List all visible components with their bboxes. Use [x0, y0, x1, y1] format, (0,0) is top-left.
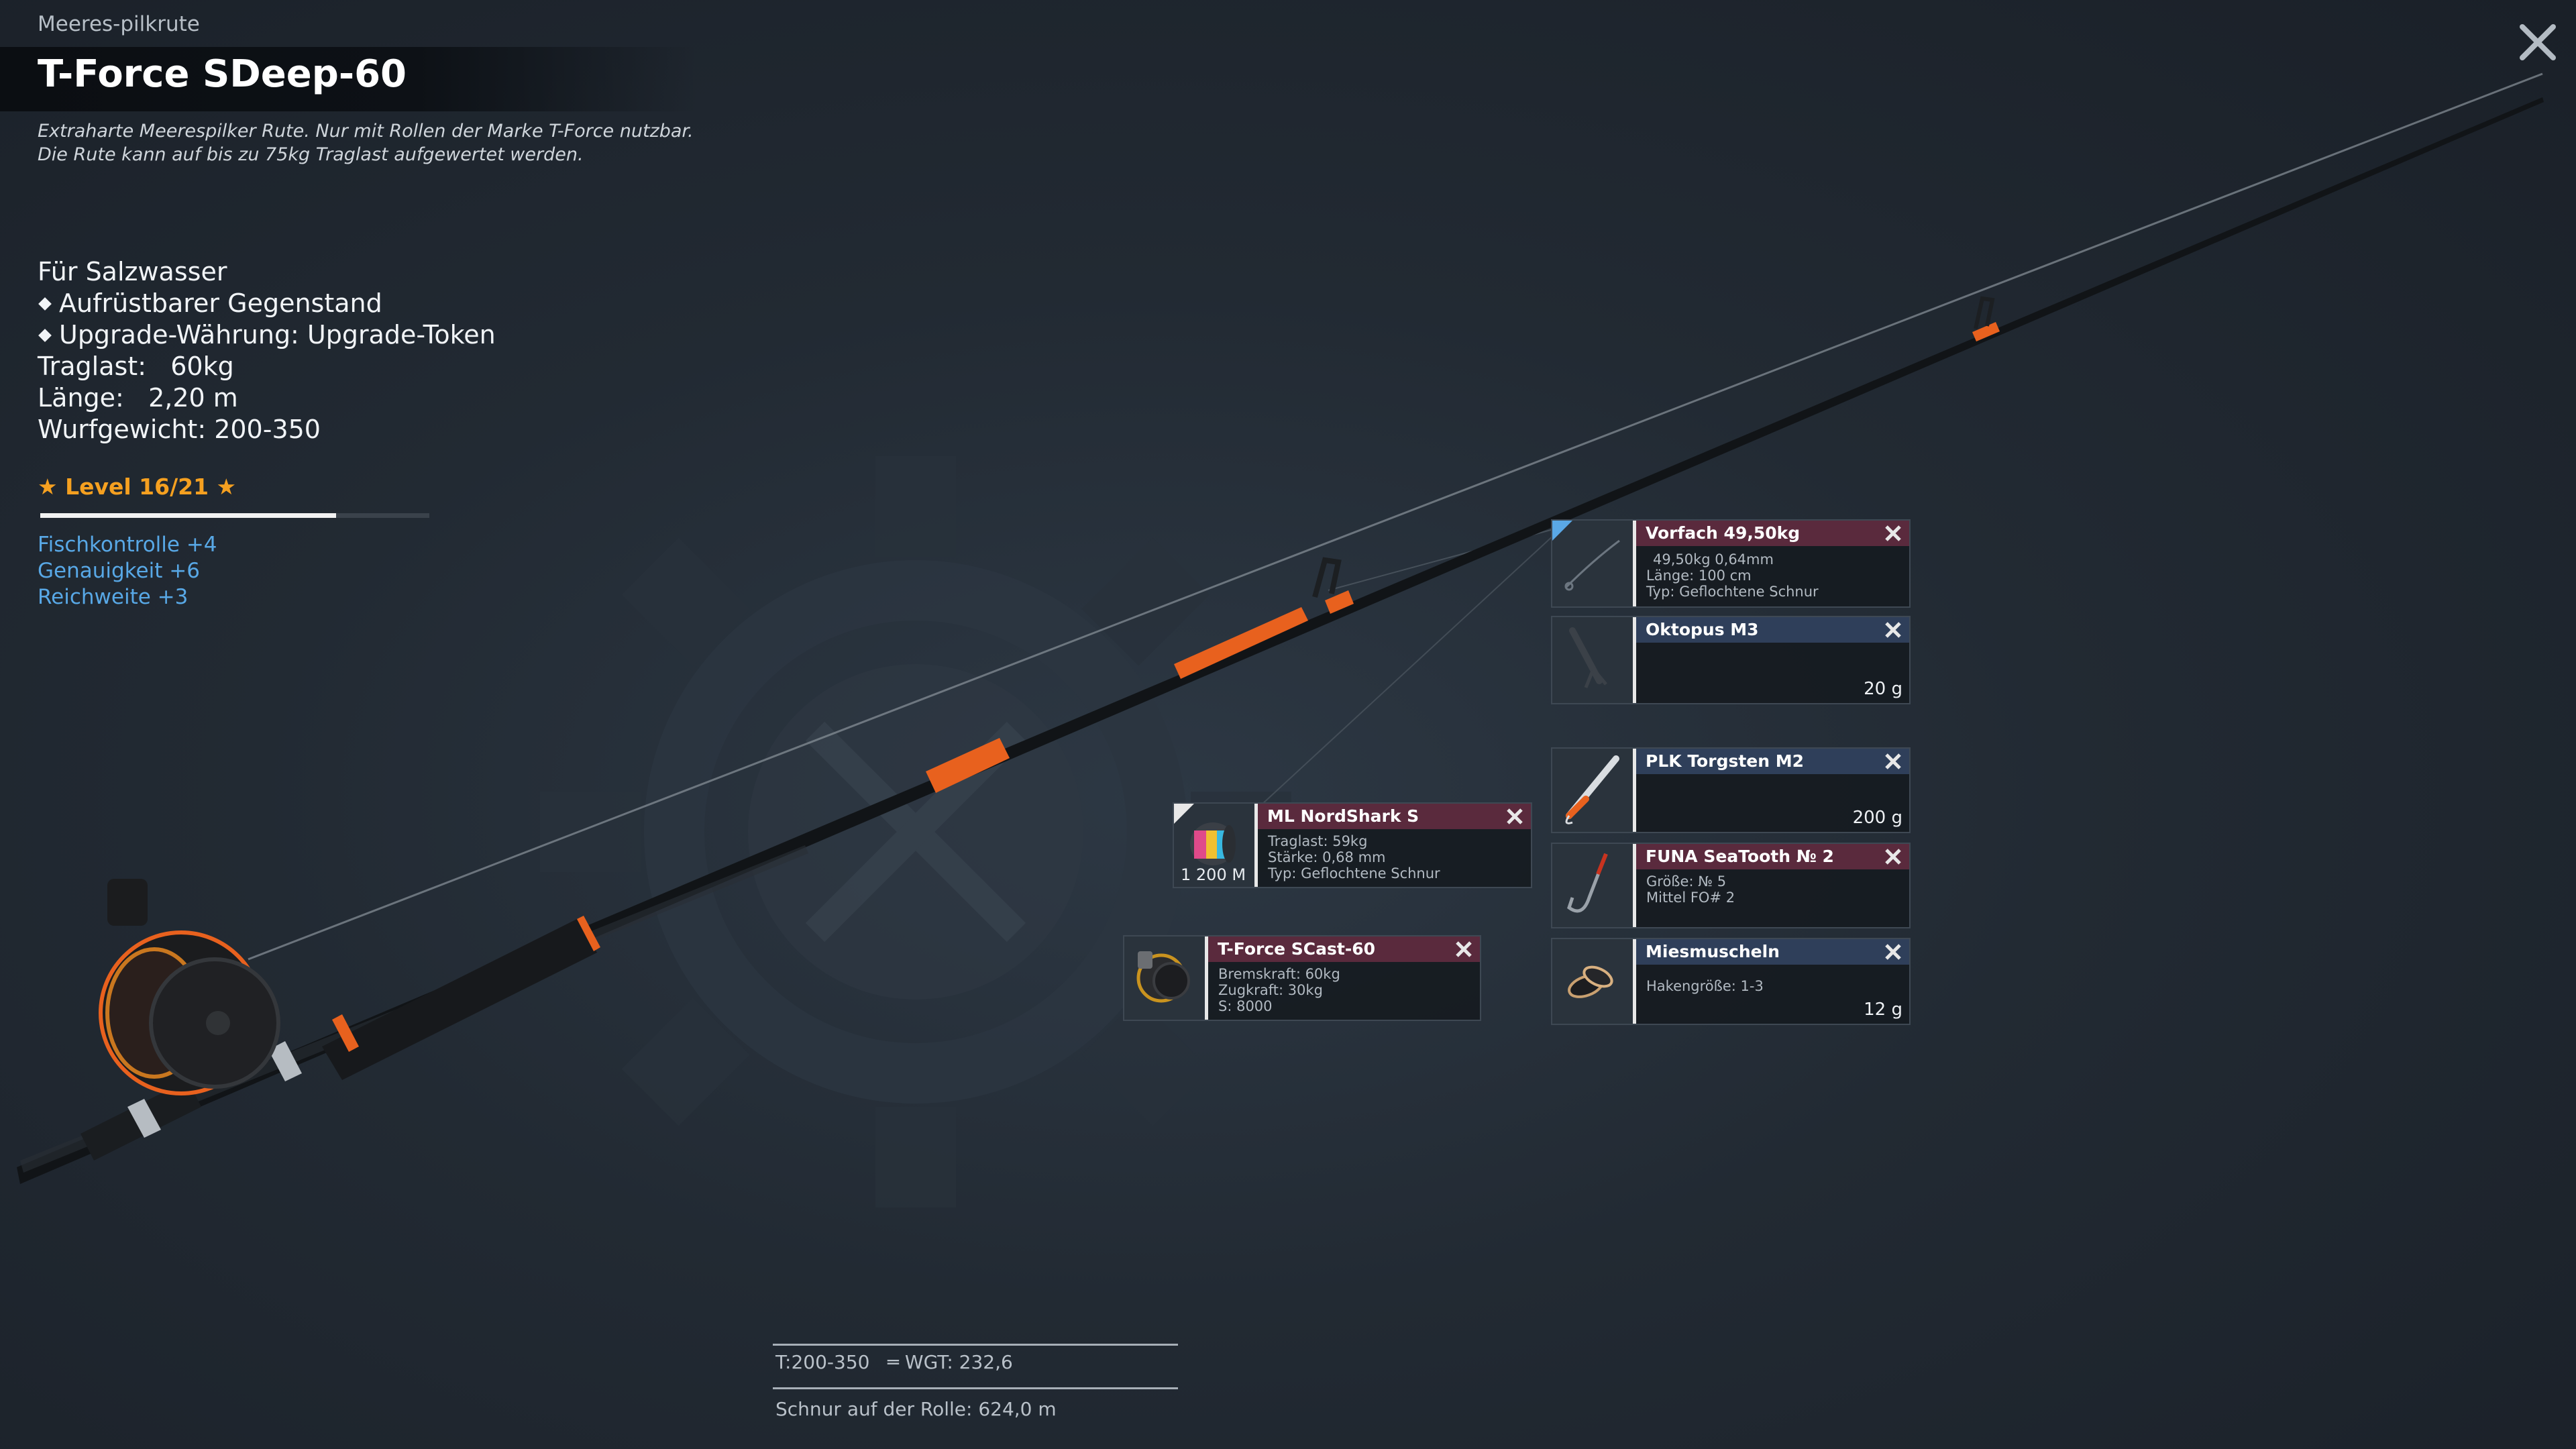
- reel-thumbnail: [1124, 936, 1208, 1020]
- hook-slot-card[interactable]: FUNA SeaTooth № 2 Größe: № 5 Mittel FO# …: [1551, 843, 1911, 928]
- reel-detail-2: Zugkraft: 30kg: [1218, 982, 1323, 998]
- bonus-range: Reichweite +3: [38, 585, 189, 609]
- stat-length: Länge: 2,20 m: [38, 383, 238, 413]
- description-line: Extraharte Meerespilker Rute. Nur mit Ro…: [38, 121, 694, 142]
- leader-title: Vorfach 49,50kg: [1636, 521, 1909, 546]
- hook-detail-2: Mittel FO# 2: [1646, 890, 1735, 906]
- divider: [773, 1387, 1178, 1389]
- jig-thumbnail: [1552, 617, 1636, 703]
- level-label: ★ Level 16/21 ★: [38, 474, 237, 500]
- page-title: T-Force SDeep-60: [38, 52, 407, 96]
- level-progress-bar: [40, 513, 429, 518]
- stat-load: Traglast: 60kg: [38, 352, 234, 381]
- line-detail-2: Stärke: 0,68 mm: [1268, 849, 1386, 865]
- stat-currency-label: Upgrade-Währung: Upgrade-Token: [59, 320, 496, 350]
- hook-icon: [1567, 853, 1608, 913]
- pilker-thumbnail: [1552, 749, 1636, 832]
- title-bar: [0, 47, 698, 111]
- item-stats: Für Salzwasser Aufrüstbarer Gegenstand U…: [38, 256, 496, 445]
- stat-cast-weight: Wurfgewicht: 200-350: [38, 415, 321, 444]
- bait-weight: 12 g: [1864, 1000, 1902, 1020]
- diamond-icon: [38, 328, 52, 342]
- line-detail-3: Typ: Geflochtene Schnur: [1268, 865, 1440, 881]
- item-description: Extraharte Meerespilker Rute. Nur mit Ro…: [38, 119, 694, 166]
- diamond-icon: [38, 297, 52, 311]
- line-title: ML NordShark S: [1258, 804, 1531, 829]
- stat-upgradeable: Aufrüstbarer Gegenstand: [38, 288, 496, 319]
- reel-icon: [1136, 951, 1190, 1003]
- remove-reel-icon[interactable]: [1454, 940, 1473, 959]
- leader-icon: [1552, 521, 1620, 591]
- stat-upgradeable-label: Aufrüstbarer Gegenstand: [59, 288, 382, 318]
- pilker-weight: 200 g: [1852, 808, 1902, 828]
- remove-hook-icon[interactable]: [1884, 847, 1902, 866]
- line-on-reel: Schnur auf der Rolle: 624,0 m: [775, 1398, 1057, 1420]
- stat-water: Für Salzwasser: [38, 257, 227, 286]
- mussel-icon: [1568, 965, 1613, 998]
- bait-title: Miesmuscheln: [1636, 939, 1909, 965]
- line-detail-1: Traglast: 59kg: [1268, 833, 1368, 849]
- pilker-lure-icon: [1565, 755, 1619, 824]
- remove-line-icon[interactable]: [1505, 807, 1524, 826]
- leader-slot-card[interactable]: Vorfach 49,50kg 49,50kg 0,64mm Länge: 10…: [1551, 519, 1911, 608]
- hook-thumbnail: [1552, 844, 1636, 927]
- line-spool-icon: [1174, 804, 1236, 865]
- line-thumbnail: [1174, 804, 1258, 887]
- reel-title: T-Force SCast-60: [1208, 936, 1480, 962]
- bait-slot-card[interactable]: Miesmuscheln Hakengröße: 1-3 12 g: [1551, 938, 1911, 1025]
- item-category: Meeres-pilkrute: [38, 12, 200, 36]
- level-progress-fill: [40, 513, 336, 518]
- bait-detail-1: Hakengröße: 1-3: [1646, 978, 1764, 994]
- bonus-list: Fischkontrolle +4 Genauigkeit +6 Reichwe…: [38, 532, 217, 610]
- remove-bait-icon[interactable]: [1884, 943, 1902, 961]
- hook-title: FUNA SeaTooth № 2: [1636, 844, 1909, 869]
- tackle-summary: T:200-350 ═ WGT: 232,6: [775, 1351, 1013, 1373]
- description-line: Die Rute kann auf bis zu 75kg Traglast a…: [38, 144, 584, 165]
- leader-detail-2: Länge: 100 cm: [1646, 568, 1752, 584]
- leader-detail-3: Typ: Geflochtene Schnur: [1646, 584, 1819, 600]
- remove-pilker-icon[interactable]: [1884, 752, 1902, 771]
- jig-weight: 20 g: [1864, 679, 1902, 699]
- leader-detail-1: 49,50kg 0,64mm: [1653, 551, 1774, 568]
- bait-thumbnail: [1552, 939, 1636, 1024]
- pilker-slot-card[interactable]: PLK Torgsten M2 200 g: [1551, 747, 1911, 833]
- hook-detail-1: Größe: № 5: [1646, 873, 1727, 890]
- pilker-title: PLK Torgsten M2: [1636, 749, 1909, 774]
- reel-detail-3: S: 8000: [1218, 998, 1273, 1014]
- reel-detail-1: Bremskraft: 60kg: [1218, 966, 1340, 982]
- reel-slot-card[interactable]: T-Force SCast-60 Bremskraft: 60kg Zugkra…: [1123, 935, 1481, 1021]
- jig-slot-card[interactable]: Oktopus M3 20 g: [1551, 616, 1911, 704]
- close-icon[interactable]: [2514, 19, 2561, 66]
- jig-icon: [1569, 627, 1607, 688]
- remove-leader-icon[interactable]: [1884, 524, 1902, 543]
- leader-thumbnail: [1552, 521, 1636, 606]
- line-slot-card[interactable]: 1 200 M ML NordShark S Traglast: 59kg St…: [1173, 802, 1532, 888]
- divider: [773, 1344, 1178, 1346]
- line-amount: 1 200 M: [1181, 865, 1246, 884]
- stat-currency: Upgrade-Währung: Upgrade-Token: [38, 319, 496, 351]
- bonus-fish-control: Fischkontrolle +4: [38, 533, 217, 557]
- bonus-accuracy: Genauigkeit +6: [38, 559, 200, 583]
- jig-title: Oktopus M3: [1636, 617, 1909, 643]
- remove-jig-icon[interactable]: [1884, 621, 1902, 639]
